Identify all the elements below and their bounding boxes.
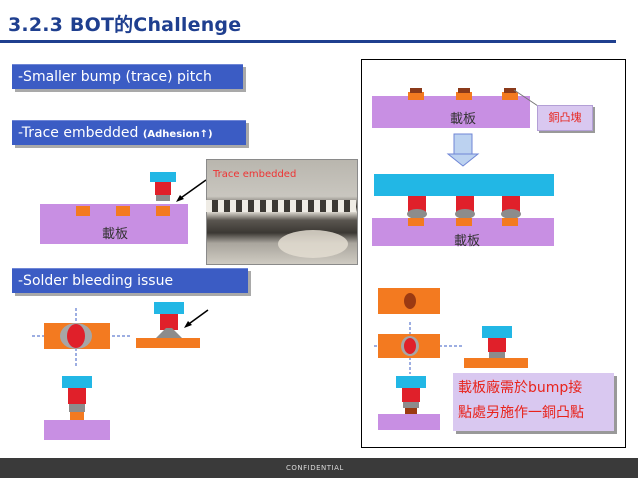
trace-pad [464,358,528,368]
trace-pad [70,412,84,420]
trace-pad [456,92,472,100]
trace-pad [156,206,170,216]
trace-pad [136,338,200,348]
bump-cap [62,376,92,388]
bullet-trace-embedded-text: -Trace embedded [18,125,143,141]
copper-bump [456,196,474,214]
trace-pad [408,218,424,226]
bullet-smaller-bump-pitch: -Smaller bump (trace) pitch [12,64,243,89]
title-rule [0,40,616,43]
copper-bump-callout: 銅凸塊 [537,105,593,131]
copper-bump [502,196,520,214]
trace-pad [408,92,424,100]
solution-bleeding-diagram [374,288,528,430]
copper-bump-solution-diagram [372,88,554,246]
bump-cap [154,302,184,314]
down-arrow-icon [453,133,473,155]
pointer-arrow [177,179,207,201]
bump-cap [482,326,512,338]
solder-bleeding-diagram [32,302,209,440]
trace-pad [502,92,518,100]
solder-joint [407,209,427,219]
page-title: 3.2.3 BOT的Challenge [8,14,242,36]
substrate [372,96,530,128]
substrate-label-left: 載板 [102,227,129,242]
copper-bump [402,388,420,402]
copper-bump [408,196,426,214]
trace-pad [502,218,518,226]
trace-pad [456,218,472,226]
bullet-trace-embedded: -Trace embedded (Adhesion↑) [12,120,246,145]
arrow-head [176,195,184,202]
copper-bump-top-view [404,293,416,309]
bump-cap-bar [374,174,554,196]
bump-top-view [67,324,85,348]
copper-bump [160,314,178,330]
solder-joint [501,209,521,219]
solution-panel [361,59,626,448]
copper-cap [405,408,417,414]
confidential-label: CONFIDENTIAL [286,464,344,472]
footer-bar [0,458,638,478]
substrate [44,420,110,440]
solder-joint [403,402,419,408]
callout-line [513,89,539,107]
copper-cap [458,88,470,93]
photo-caption: Trace embedded [213,169,297,180]
bump-cap [396,376,426,388]
arrow-head [184,321,192,328]
substrate-label-right-top: 載板 [450,112,477,127]
substrate-label-right-mid: 載板 [454,234,481,249]
substrate [378,414,440,430]
solution-note: 載板廠需於bump接 點處另施作一銅凸點 [453,373,614,431]
bullet-adhesion-note: (Adhesion↑) [142,129,213,140]
bump-cap [150,172,176,182]
copper-bump [155,182,171,195]
copper-cap [504,88,516,93]
solution-note-line2: 點處另施作一銅凸點 [458,405,584,421]
trace-pad [116,206,130,216]
solder-joint [455,209,475,219]
copper-bump [68,388,86,404]
bullet-solder-bleeding: -Solder bleeding issue [12,268,248,293]
trace-embedded-diagram [40,172,207,244]
down-arrow-head [446,153,480,167]
copper-cap [410,88,422,93]
copper-bump [488,338,506,352]
photo-trace-pattern [206,200,356,212]
solution-note-line1: 載板廠需於bump接 [458,380,583,396]
solder-joint [69,404,85,412]
bump-top-view [404,338,416,354]
photo-bump-blob [278,230,348,258]
solder-bleed [156,328,182,338]
solder-joint [489,352,505,358]
solder-joint [156,195,170,201]
trace-pad [76,206,90,216]
